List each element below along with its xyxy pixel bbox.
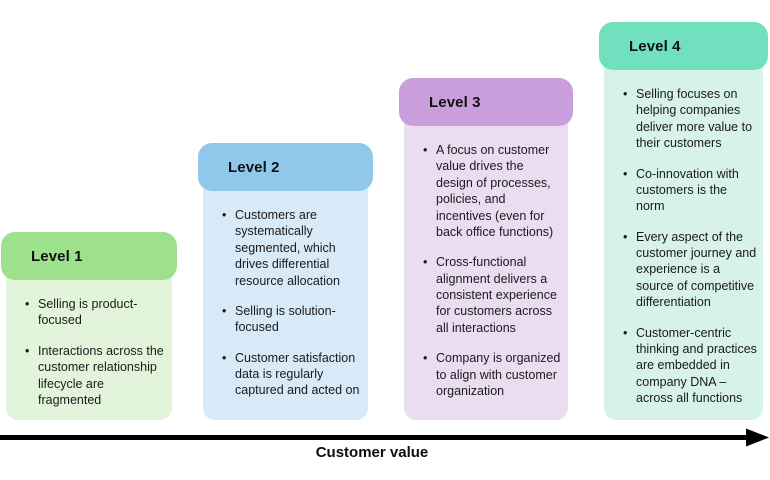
level-3-column: Level 3 A focus on customer value drives… bbox=[399, 78, 573, 420]
bullet-item: Selling is solution-focused bbox=[222, 303, 362, 336]
level-4-header: Level 4 bbox=[599, 22, 768, 70]
level-1-bullet-list: Selling is product-focusedInteractions a… bbox=[10, 296, 166, 408]
level-4-title: Level 4 bbox=[629, 37, 681, 55]
bullet-item: A focus on customer value drives the des… bbox=[423, 142, 562, 240]
level-3-title: Level 3 bbox=[429, 93, 481, 111]
bullet-item: Customer satisfaction data is regularly … bbox=[222, 350, 362, 399]
axis-label: Customer value bbox=[315, 444, 429, 461]
level-2-body: Customers are systematically segmented, … bbox=[203, 185, 368, 420]
bullet-item: Customer-centric thinking and practices … bbox=[623, 325, 757, 407]
bullet-item: Selling is product-focused bbox=[25, 296, 166, 329]
level-4-body: Selling focuses on helping companies del… bbox=[604, 64, 763, 420]
level-3-body: A focus on customer value drives the des… bbox=[404, 120, 568, 420]
bullet-item: Co-innovation with customers is the norm bbox=[623, 166, 757, 215]
bullet-item: Customers are systematically segmented, … bbox=[222, 207, 362, 289]
level-3-bullet-list: A focus on customer value drives the des… bbox=[408, 142, 562, 399]
customer-value-axis-arrow bbox=[0, 428, 770, 448]
arrow-right-icon bbox=[0, 428, 769, 447]
bullet-item: Cross-functional alignment delivers a co… bbox=[423, 254, 562, 336]
level-1-header: Level 1 bbox=[1, 232, 177, 280]
level-2-bullet-list: Customers are systematically segmented, … bbox=[207, 207, 362, 399]
level-4-bullet-list: Selling focuses on helping companies del… bbox=[608, 86, 757, 406]
bullet-item: Company is organized to align with custo… bbox=[423, 350, 562, 399]
bullet-item: Interactions across the customer relatio… bbox=[25, 343, 166, 409]
level-2-header: Level 2 bbox=[198, 143, 373, 191]
level-1-title: Level 1 bbox=[31, 247, 83, 265]
level-1-column: Level 1 Selling is product-focusedIntera… bbox=[1, 232, 177, 420]
level-1-body: Selling is product-focusedInteractions a… bbox=[6, 274, 172, 420]
bullet-item: Every aspect of the customer journey and… bbox=[623, 229, 757, 311]
level-4-column: Level 4 Selling focuses on helping compa… bbox=[599, 22, 768, 420]
bullet-item: Selling focuses on helping companies del… bbox=[623, 86, 757, 152]
level-2-title: Level 2 bbox=[228, 158, 280, 176]
level-3-header: Level 3 bbox=[399, 78, 573, 126]
level-2-column: Level 2 Customers are systematically seg… bbox=[198, 143, 373, 420]
